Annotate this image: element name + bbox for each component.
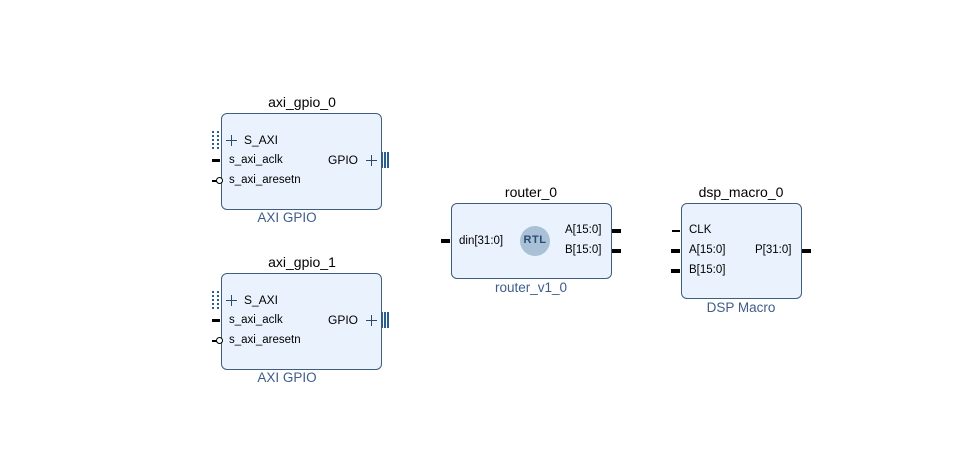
block-title: axi_gpio_1 <box>268 254 336 270</box>
bus-interface-icon <box>212 291 220 309</box>
port-clk[interactable]: CLK <box>689 224 712 236</box>
port-s-axi-aclk[interactable]: s_axi_aclk <box>229 314 283 326</box>
port-b[interactable]: B[15:0] <box>689 264 726 276</box>
pin-p[interactable] <box>802 249 811 253</box>
port-s-axi[interactable]: S_AXI <box>244 293 279 307</box>
port-b[interactable]: B[15:0] <box>565 244 602 256</box>
bus-interface-icon[interactable] <box>381 312 390 328</box>
port-p[interactable]: P[31:0] <box>755 244 792 256</box>
block-ip-name: AXI GPIO <box>257 370 317 385</box>
block-title: axi_gpio_0 <box>268 94 336 110</box>
plus-expand-icon[interactable] <box>366 315 377 326</box>
port-s-axi-aclk[interactable]: s_axi_aclk <box>229 154 283 166</box>
rtl-icon-text: RTL <box>523 234 547 246</box>
pin-s-axi-aclk[interactable] <box>212 319 220 322</box>
rtl-module-icon: RTL <box>520 226 550 256</box>
block-body[interactable] <box>681 203 802 299</box>
plus-expand-icon[interactable] <box>366 155 377 166</box>
port-gpio[interactable]: GPIO <box>328 313 359 327</box>
port-din[interactable]: din[31:0] <box>459 235 504 247</box>
port-s-axi[interactable]: S_AXI <box>244 133 279 147</box>
block-body[interactable] <box>221 273 382 370</box>
pin-clk[interactable] <box>672 230 680 232</box>
reset-active-low-icon[interactable] <box>212 177 224 185</box>
block-ip-name: router_v1_0 <box>494 280 568 295</box>
pin-b[interactable] <box>671 269 680 273</box>
bus-interface-icon <box>212 131 220 149</box>
block-title: router_0 <box>504 184 558 200</box>
pin-a[interactable] <box>671 249 680 253</box>
pin-s-axi-aclk[interactable] <box>212 159 220 162</box>
port-a[interactable]: A[15:0] <box>689 244 726 256</box>
reset-active-low-icon[interactable] <box>212 337 224 345</box>
bus-interface-icon[interactable] <box>381 152 390 168</box>
block-title: dsp_macro_0 <box>698 184 784 200</box>
pin-a[interactable] <box>612 229 621 233</box>
plus-expand-icon[interactable] <box>226 295 237 306</box>
pin-din[interactable] <box>441 239 450 243</box>
port-s-axi-aresetn[interactable]: s_axi_aresetn <box>229 334 301 346</box>
block-ip-name: AXI GPIO <box>257 210 317 225</box>
port-gpio[interactable]: GPIO <box>328 153 359 167</box>
pin-b[interactable] <box>612 249 621 253</box>
port-s-axi-aresetn[interactable]: s_axi_aresetn <box>229 174 301 186</box>
block-ip-name: DSP Macro <box>706 300 776 315</box>
port-a[interactable]: A[15:0] <box>565 224 602 236</box>
plus-expand-icon[interactable] <box>226 135 237 146</box>
